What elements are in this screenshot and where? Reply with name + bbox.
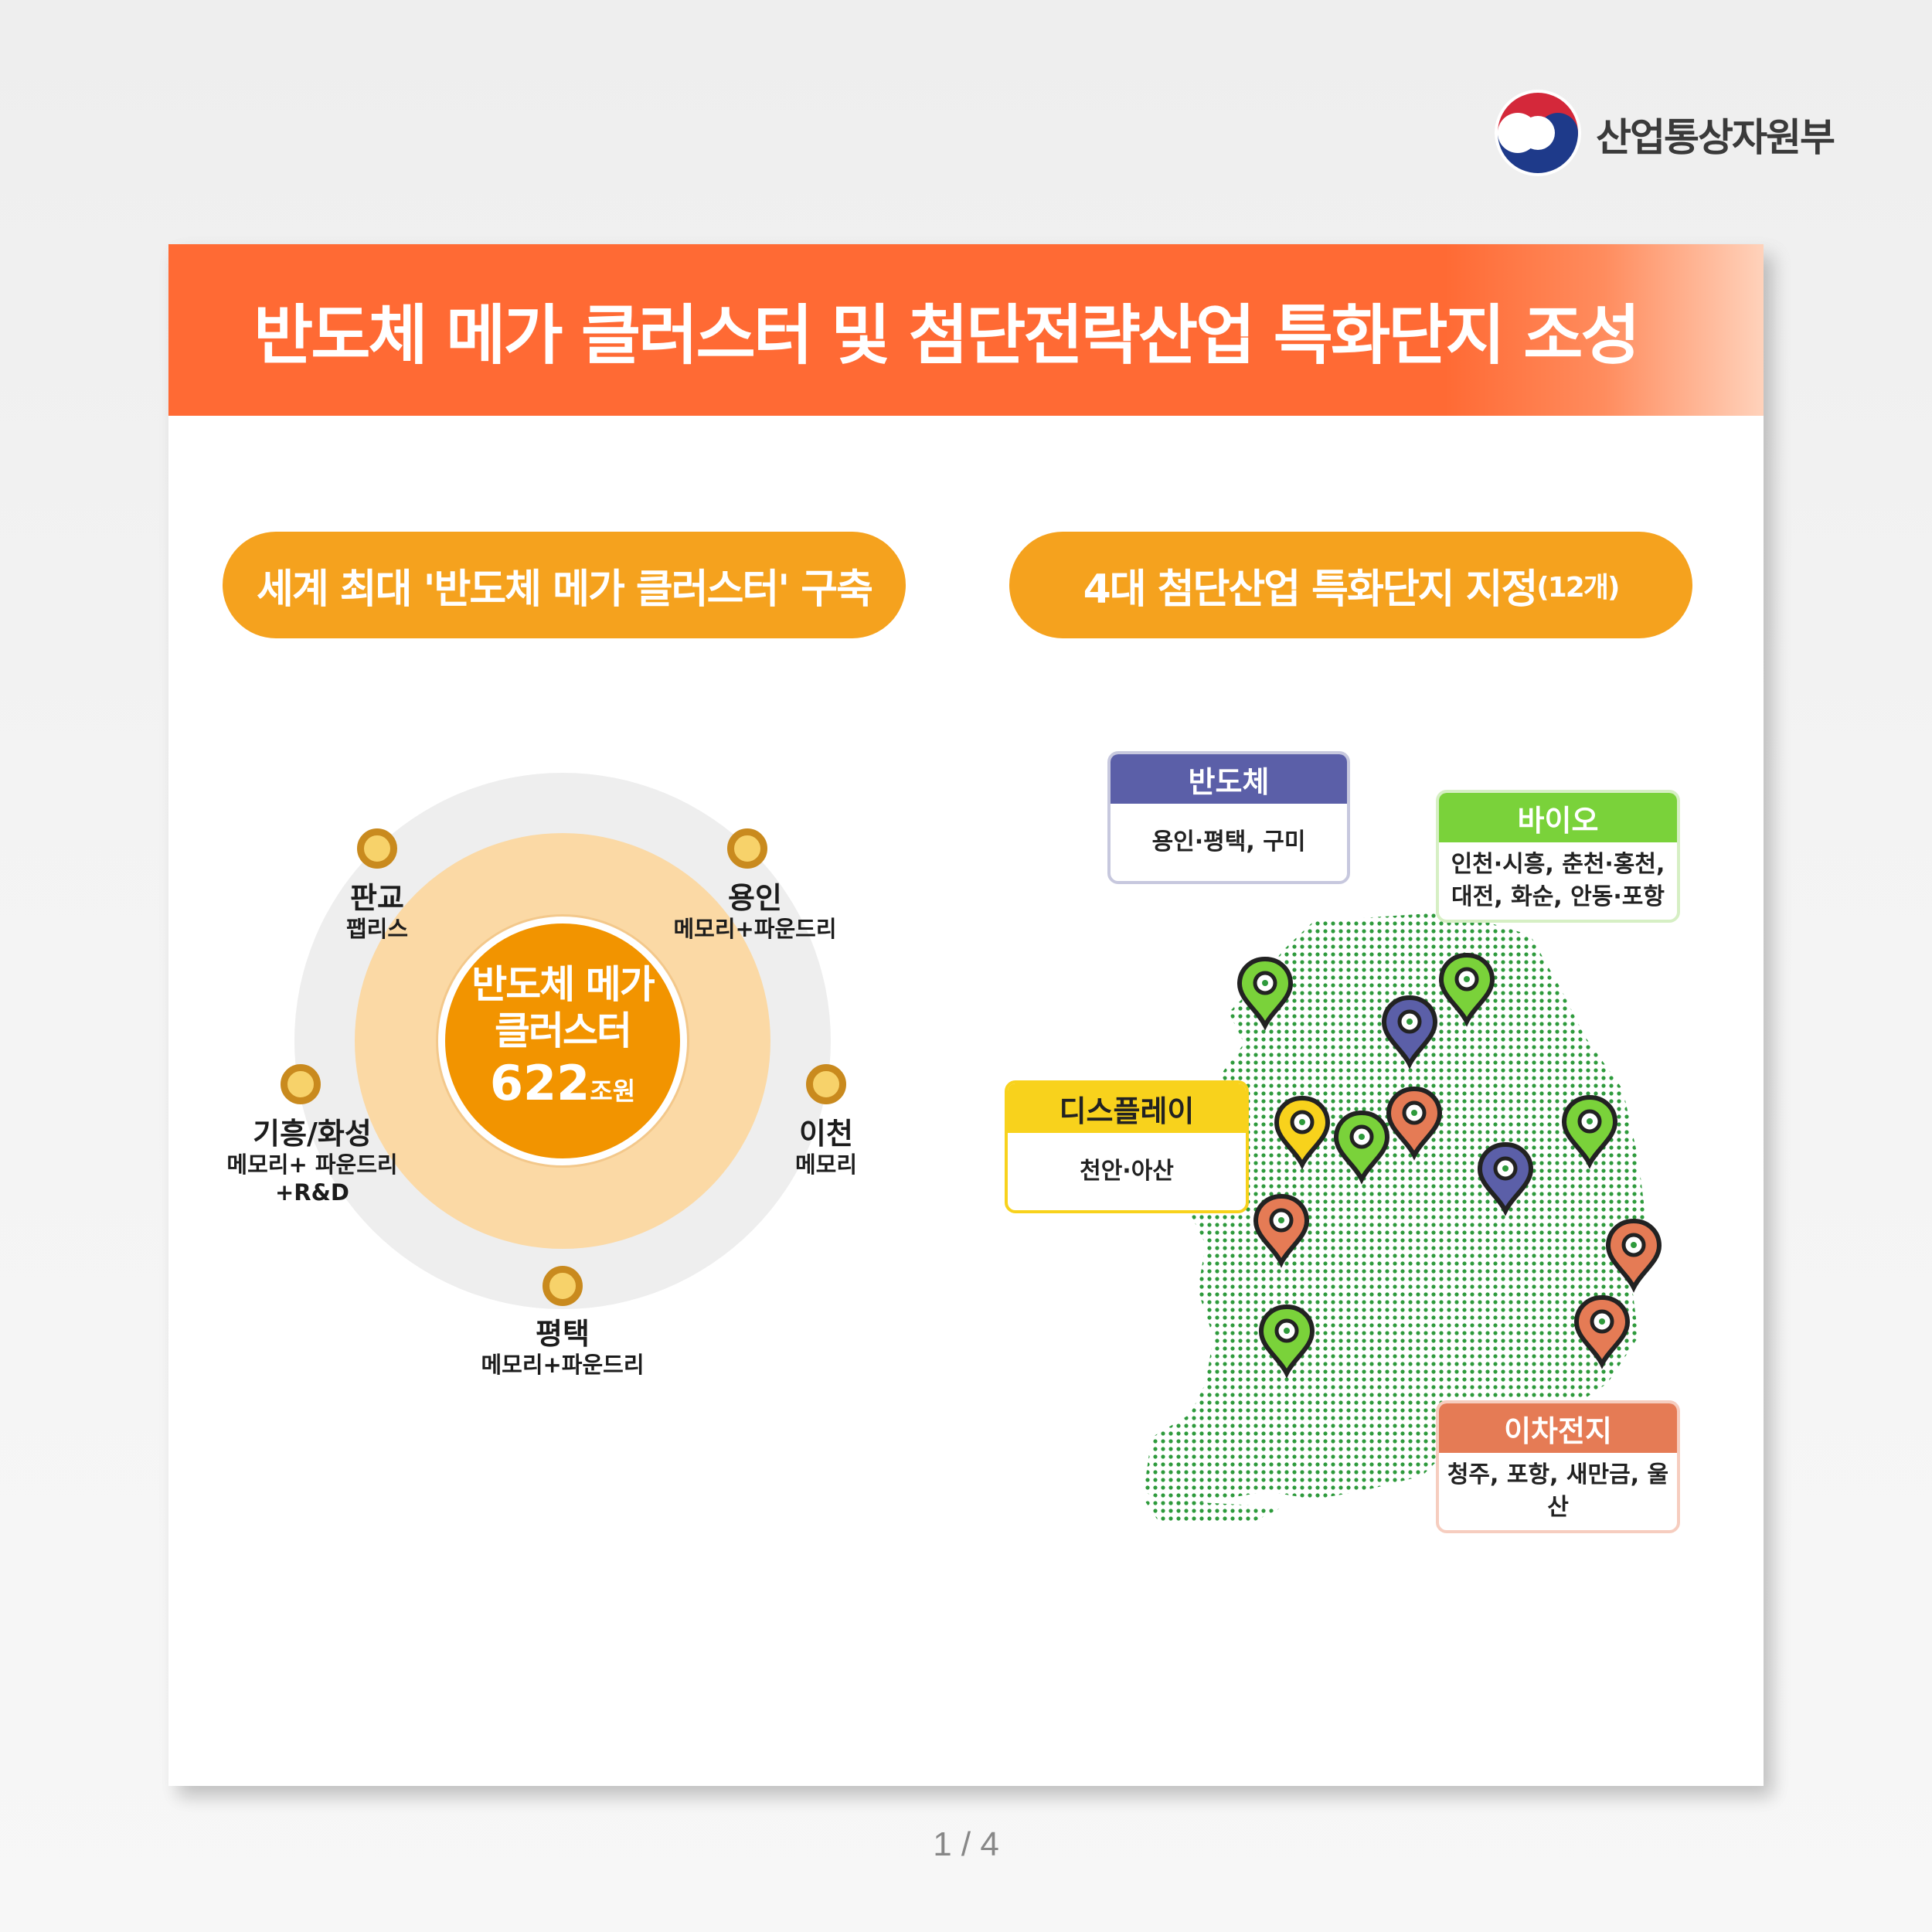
box-display: 디스플레이 천안·아산 [1005,1080,1249,1213]
right-pill-count: (12개) [1536,572,1620,604]
box-semiconductor: 반도체 용인·평택, 구미 [1107,751,1350,884]
box-semiconductor-title: 반도체 [1111,754,1347,804]
page-title: 반도체 메가 클러스터 및 첨단전략산업 특화단지 조성 [253,297,1641,373]
box-battery-body-text: 청주, 포항, 새만금, 울산 [1447,1461,1669,1521]
box-battery-title: 이차전지 [1439,1403,1677,1453]
box-bio-title: 바이오 [1439,793,1677,842]
box-bio-body-line2: 대전, 화순, 안동·포항 [1451,883,1665,910]
box-bio-body-line1: 인천·시흥, 춘천·홍천, [1451,851,1665,878]
box-display-title: 디스플레이 [1008,1083,1246,1133]
box-battery-body: 청주, 포항, 새만금, 울산 [1439,1453,1677,1530]
box-bio: 바이오 인천·시흥, 춘천·홍천, 대전, 화순, 안동·포항 [1436,790,1680,923]
taegeuk-logo-icon [1495,90,1581,176]
left-pill-text: 세계 최대 '반도체 메가 클러스터' 구축 [257,566,873,613]
right-section-pill: 4대 첨단산업 특화단지 지정(12개) [1009,532,1692,638]
box-display-body: 천안·아산 [1008,1133,1246,1210]
box-semiconductor-body-text: 용인·평택, 구미 [1151,828,1306,855]
title-banner: 반도체 메가 클러스터 및 첨단전략산업 특화단지 조성 [168,244,1764,416]
right-pill-text: 4대 첨단산업 특화단지 지정 [1083,566,1539,613]
box-bio-body: 인천·시흥, 춘천·홍천, 대전, 화순, 안동·포항 [1439,842,1677,920]
page-indicator: 1 / 4 [933,1825,999,1863]
ministry-name: 산업통상자원부 [1596,115,1835,160]
box-battery: 이차전지 청주, 포항, 새만금, 울산 [1436,1400,1680,1533]
box-display-body-text: 천안·아산 [1080,1158,1174,1185]
left-section-pill: 세계 최대 '반도체 메가 클러스터' 구축 [223,532,906,638]
box-semiconductor-body: 용인·평택, 구미 [1111,804,1347,881]
